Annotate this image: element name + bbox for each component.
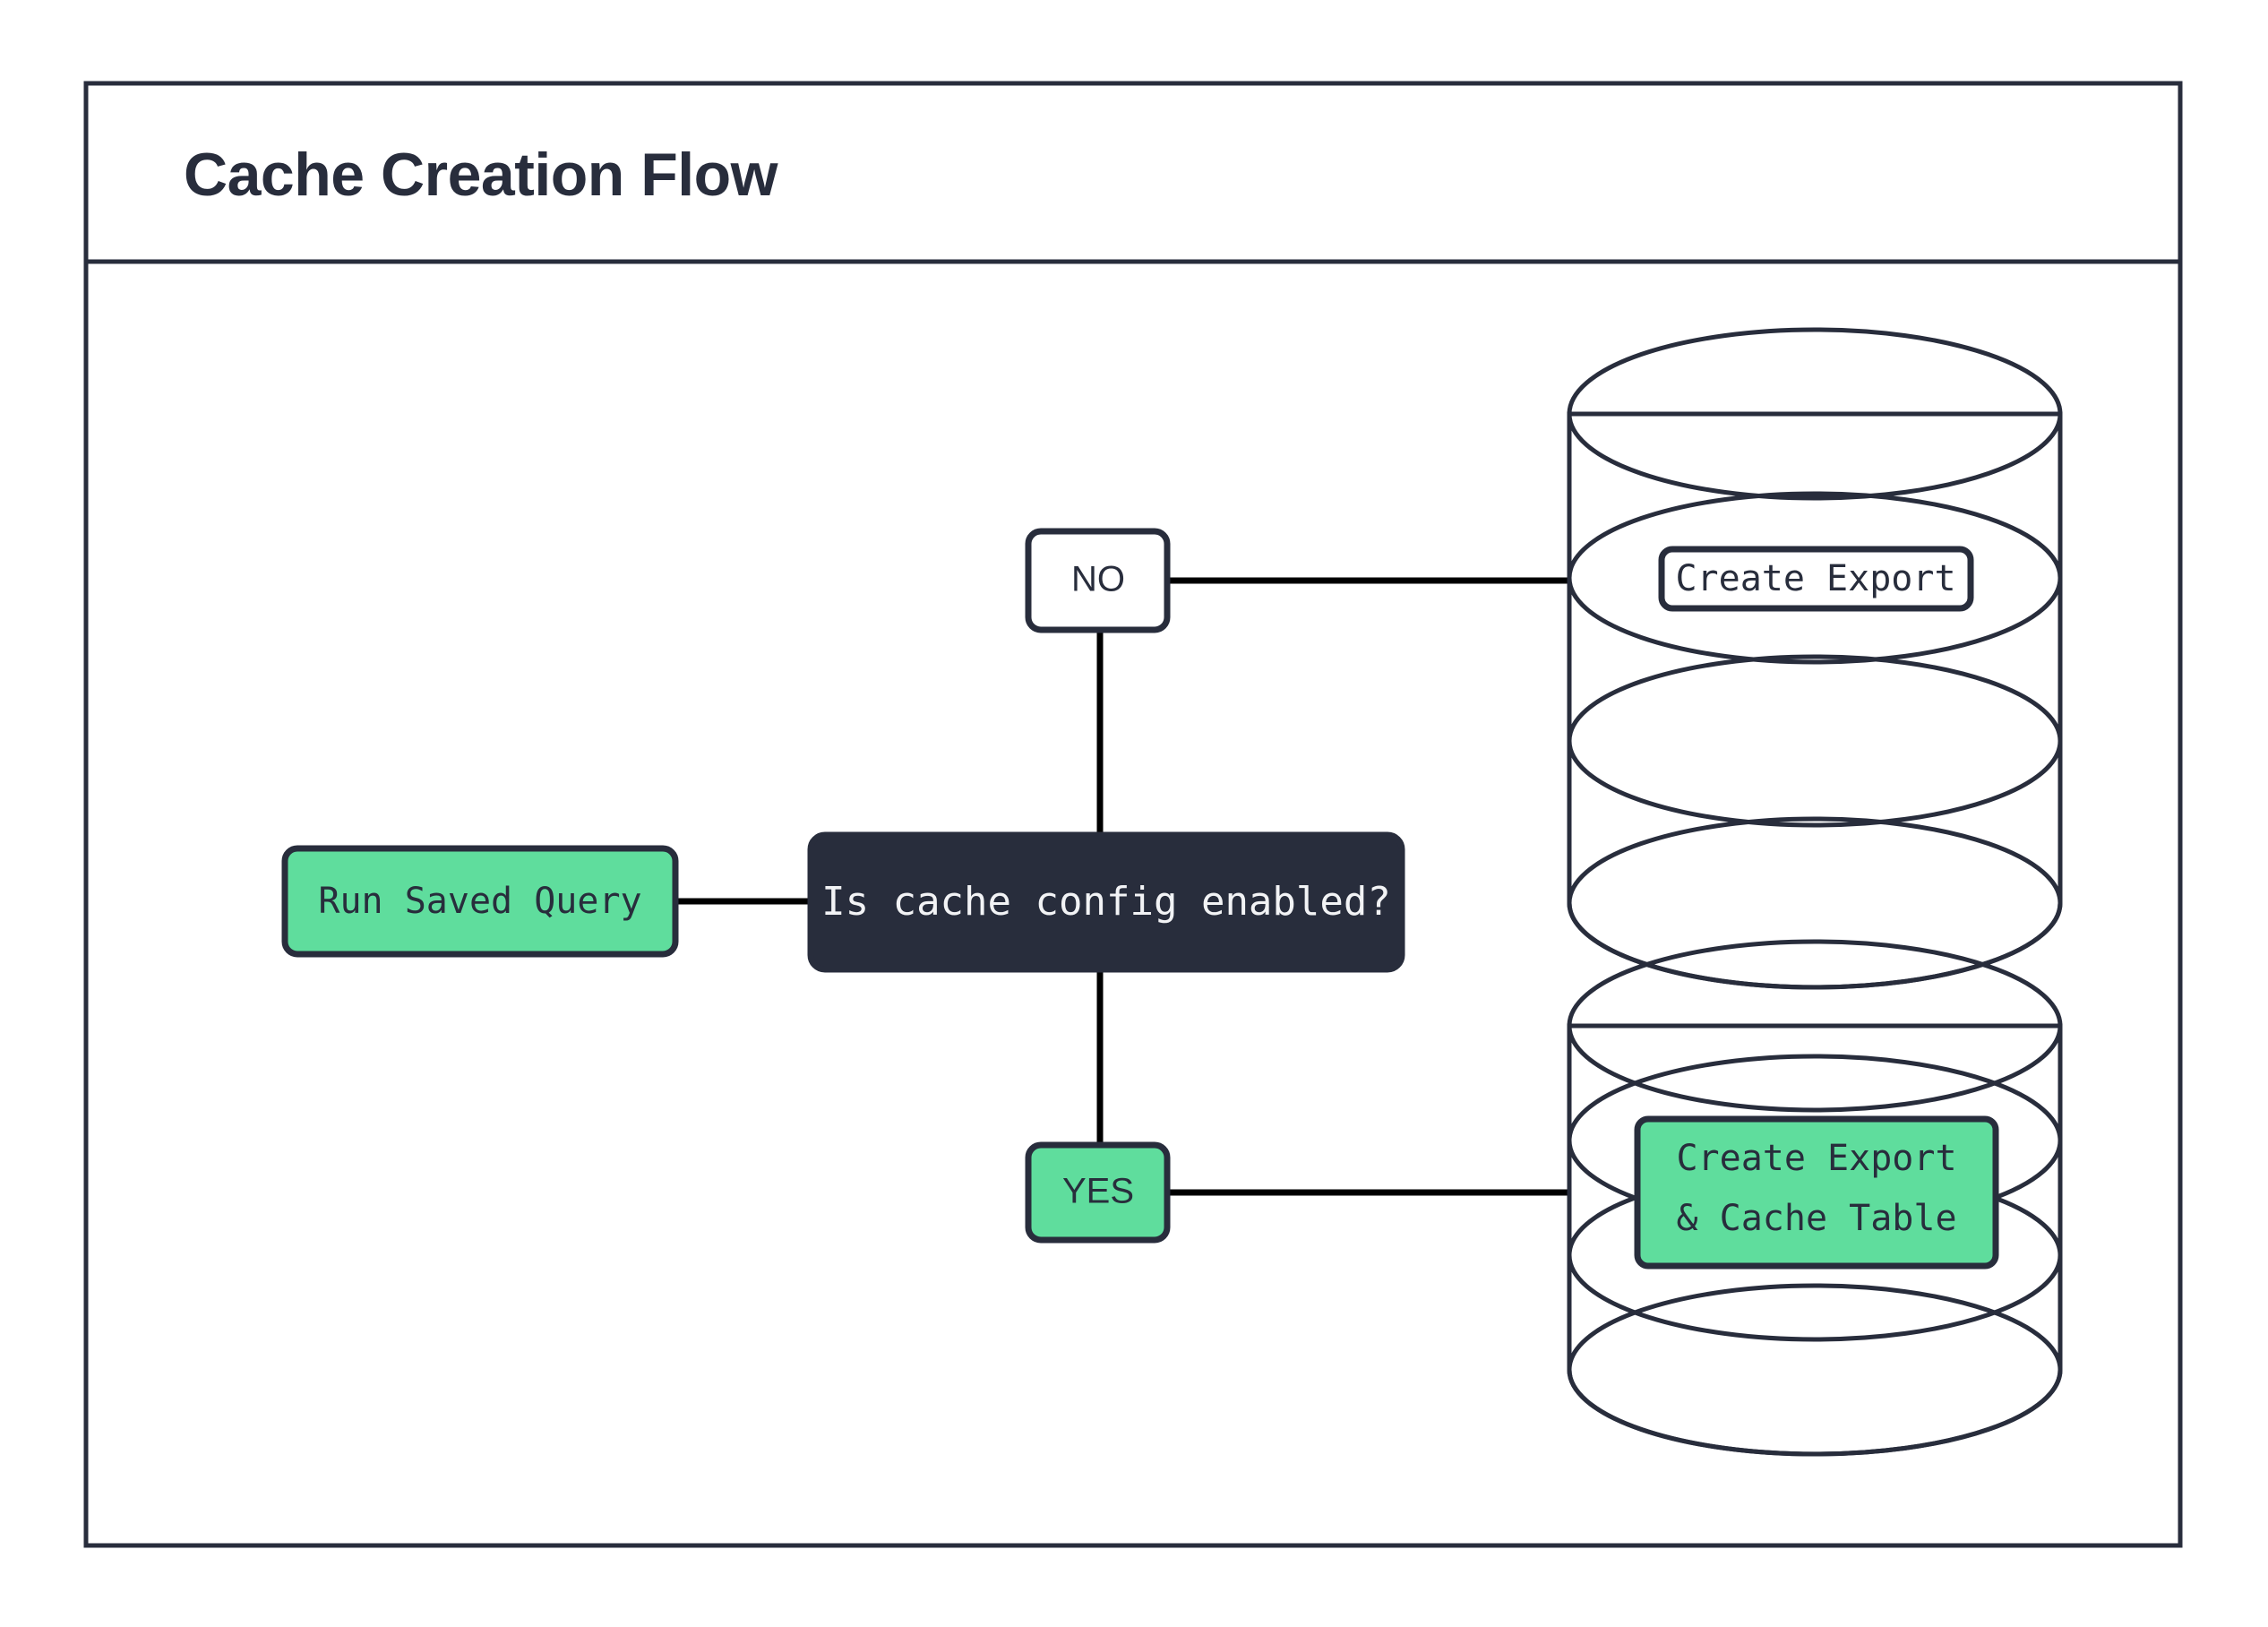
- branch-yes-label: YES: [1062, 1172, 1134, 1211]
- db-top-label: Create Export: [1675, 558, 1955, 599]
- run-saved-query-box[interactable]: [281, 845, 679, 958]
- db-top-disc-2: [1567, 491, 2063, 665]
- db-bottom-label-line1: Create Export: [1676, 1138, 1956, 1179]
- node-branch-no[interactable]: NO: [1025, 528, 1171, 633]
- branch-no-box[interactable]: [1025, 528, 1171, 633]
- db-top-disc-4: [1567, 816, 2063, 990]
- db-cylinder-top: Create Export: [1567, 327, 2063, 990]
- node-branch-yes[interactable]: YES: [1025, 1141, 1171, 1244]
- db-top-label-box[interactable]: [1658, 546, 1974, 612]
- db-bottom-disc-4: [1567, 1283, 2063, 1457]
- db-top-disc-1: [1567, 327, 2063, 501]
- db-cylinder-bottom: Create Export & Cache Table: [1567, 939, 2063, 1457]
- decision-box[interactable]: [807, 831, 1405, 973]
- db-bottom-label-line2: & Cache Table: [1676, 1198, 1956, 1239]
- db-bottom-label-box[interactable]: [1634, 1115, 1999, 1270]
- branch-yes-box[interactable]: [1025, 1141, 1171, 1244]
- run-saved-query-label: Run Saved Query: [318, 881, 641, 922]
- db-bottom-disc-1: [1567, 939, 2063, 1113]
- branch-no-label: NO: [1071, 560, 1125, 599]
- node-is-cache-config-enabled[interactable]: Is cache config enabled?: [807, 831, 1405, 973]
- decision-label: Is cache config enabled?: [821, 879, 1391, 925]
- node-run-saved-query[interactable]: Run Saved Query: [281, 845, 679, 958]
- page-title: Cache Creation Flow: [184, 141, 779, 209]
- db-top-disc-3: [1567, 654, 2063, 828]
